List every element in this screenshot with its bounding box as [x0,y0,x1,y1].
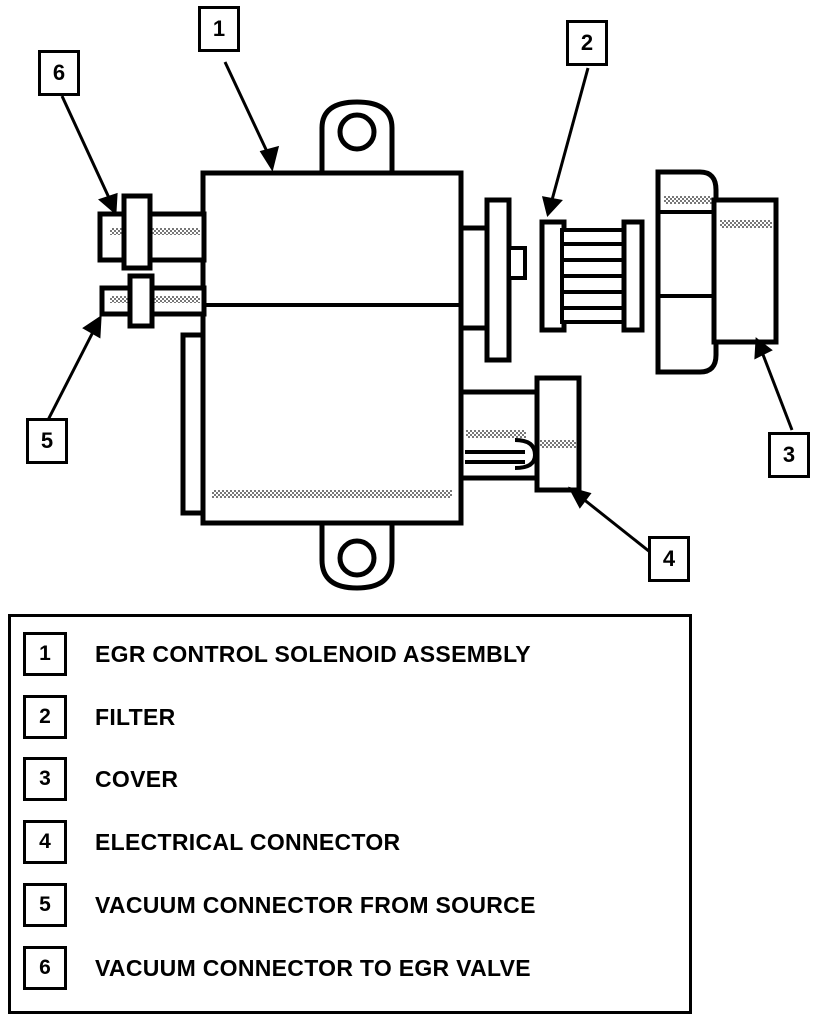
parts-legend: 1 EGR CONTROL SOLENOID ASSEMBLY 2 FILTER… [8,614,692,1014]
legend-row: 2 FILTER [23,694,176,740]
callout-2: 2 [566,20,608,66]
legend-row: 3 COVER [23,756,178,802]
solenoid-body [200,170,464,526]
egr-solenoid-diagram [46,61,794,591]
bottom-mounting-ear [319,522,395,591]
legend-number: 4 [23,820,67,864]
legend-label: VACUUM CONNECTOR TO EGR VALVE [95,954,531,981]
legend-label: ELECTRICAL CONNECTOR [95,828,401,855]
electrical-connector [458,375,582,493]
vacuum-port-from-source [99,273,207,329]
legend-row: 5 VACUUM CONNECTOR FROM SOURCE [23,882,536,928]
legend-row: 1 EGR CONTROL SOLENOID ASSEMBLY [23,631,531,677]
legend-label: VACUUM CONNECTOR FROM SOURCE [95,891,536,918]
legend-label: COVER [95,765,179,792]
filter-element [539,219,645,333]
callout-1: 1 [198,6,240,52]
filter-housing-flange [458,197,527,363]
leader-lines [46,61,794,554]
legend-row: 6 VACUUM CONNECTOR TO EGR VALVE [23,945,531,991]
legend-label: FILTER [95,703,176,730]
cover [655,169,779,375]
legend-number: 2 [23,695,67,739]
legend-number: 3 [23,757,67,801]
top-mounting-ear [319,99,395,173]
vacuum-port-to-egr-valve [97,193,207,271]
callout-4: 4 [648,536,690,582]
legend-number: 5 [23,883,67,927]
callout-5: 5 [26,418,68,464]
callout-6: 6 [38,50,80,96]
legend-number: 1 [23,632,67,676]
legend-number: 6 [23,946,67,990]
legend-label: EGR CONTROL SOLENOID ASSEMBLY [95,640,531,667]
legend-row: 4 ELECTRICAL CONNECTOR [23,819,400,865]
callout-3: 3 [768,432,810,478]
